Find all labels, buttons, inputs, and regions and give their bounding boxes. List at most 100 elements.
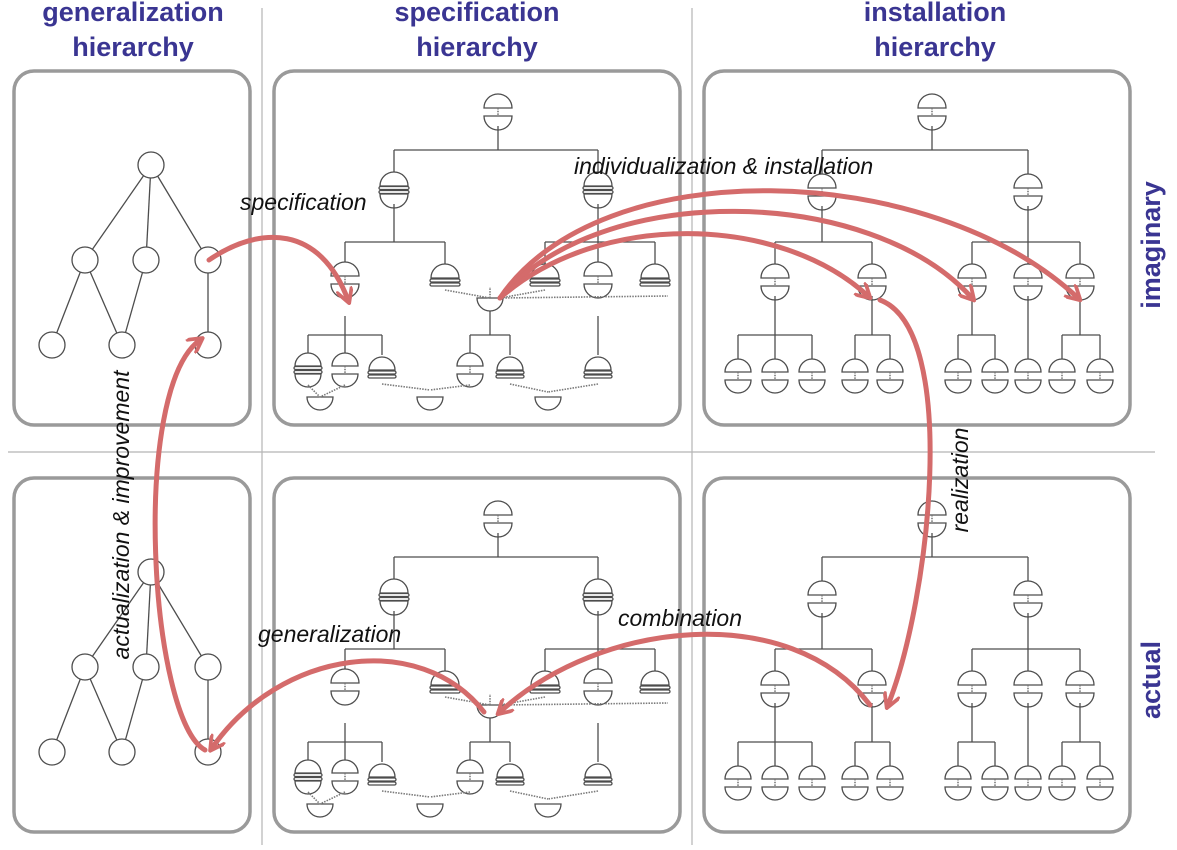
component-node: [1013, 173, 1043, 211]
row-title-actual: actual: [1136, 641, 1166, 719]
component-node: [1065, 670, 1095, 708]
tree-edge: [84, 164, 152, 261]
panel-specification-actual: [272, 476, 682, 834]
concept-node: [38, 331, 66, 359]
component-node: [456, 352, 484, 388]
component-node: [944, 358, 972, 394]
component-node: [798, 358, 826, 394]
component-node: [841, 765, 869, 801]
component-node: [944, 765, 972, 801]
component-node: [1086, 765, 1114, 801]
concept-node: [132, 653, 160, 681]
arrow-realization: [877, 297, 933, 705]
component-node: [957, 670, 987, 708]
tree-edge: [145, 164, 152, 261]
tree-edge: [150, 571, 209, 668]
panel-generalization-actual: [12, 476, 252, 834]
label-generalization: generalization: [258, 621, 401, 647]
component-node: [981, 358, 1009, 394]
tree-edge: [444, 289, 491, 299]
component-node: [483, 93, 513, 131]
component-node: [456, 759, 484, 795]
component-node: [367, 356, 397, 379]
component-node: [483, 500, 513, 538]
column-title-specification-line1: specification: [394, 0, 559, 27]
component-node: [534, 396, 562, 411]
component-node: [583, 668, 613, 706]
arrow-installation-3: [497, 188, 1078, 298]
label-combination: combination: [618, 605, 742, 631]
component-node: [331, 759, 359, 795]
tree-edge: [307, 384, 321, 398]
component-node: [495, 763, 525, 786]
component-node: [876, 358, 904, 394]
column-title-generalization-line1: generalization: [42, 0, 224, 27]
tree-edge: [51, 259, 86, 346]
panel-installation-actual: [702, 476, 1132, 834]
component-node: [1013, 580, 1043, 618]
tree-edge: [51, 666, 86, 753]
concept-node: [194, 331, 222, 359]
grid-dividers: [8, 8, 1155, 845]
arrow-installation-1: [497, 231, 868, 301]
tree-edge: [319, 791, 346, 805]
component-node: [639, 670, 671, 694]
component-node: [583, 763, 613, 786]
component-node: [876, 765, 904, 801]
component-node: [306, 803, 334, 818]
concept-node: [108, 331, 136, 359]
component-node: [639, 263, 671, 287]
component-node: [807, 173, 837, 211]
component-node: [583, 356, 613, 379]
tree-edge: [444, 696, 491, 706]
concept-node: [108, 738, 136, 766]
component-node: [760, 670, 790, 708]
tree-edge: [150, 164, 209, 261]
component-node: [917, 93, 947, 131]
component-node: [798, 765, 826, 801]
relation-arrows: [152, 188, 1078, 753]
component-node: [760, 263, 790, 301]
panel-installation-imaginary: [702, 69, 1132, 427]
component-node: [724, 358, 752, 394]
tree-edge: [121, 666, 147, 753]
component-node: [1014, 358, 1042, 394]
component-node: [529, 263, 561, 287]
arrow-actualization-improvement: [152, 340, 208, 753]
component-node: [724, 765, 752, 801]
arrow-specification: [206, 234, 348, 300]
concept-node: [137, 558, 165, 586]
component-node: [331, 352, 359, 388]
component-node: [582, 578, 614, 616]
tree-edge: [121, 259, 147, 346]
column-title-generalization-line2: hierarchy: [72, 32, 194, 62]
component-node: [841, 358, 869, 394]
arrow-combination: [500, 631, 873, 712]
row-title-imaginary: imaginary: [1136, 181, 1166, 309]
tree-edge: [429, 791, 471, 798]
label-actualization-improvement: actualization & improvement: [108, 369, 134, 660]
component-node: [378, 171, 410, 209]
row-titles: imaginary actual: [1136, 181, 1166, 719]
component-node: [476, 297, 504, 312]
tree-edge: [499, 289, 546, 299]
tree-edge: [84, 571, 152, 668]
component-node: [330, 668, 360, 706]
tree-edge: [84, 259, 123, 346]
arrow-labels: specification individualization & instal…: [108, 153, 973, 659]
column-titles: generalization hierarchy specification h…: [42, 0, 1006, 62]
tree-edge: [429, 384, 471, 391]
tree-edge: [145, 571, 152, 668]
concept-node: [137, 151, 165, 179]
concept-node: [194, 653, 222, 681]
concept-node: [71, 653, 99, 681]
arrow-generalization: [212, 658, 487, 748]
component-node: [306, 396, 334, 411]
component-node: [1048, 765, 1076, 801]
component-node: [416, 396, 444, 411]
component-node: [378, 578, 410, 616]
tree-edge: [509, 790, 549, 800]
column-title-specification-line2: hierarchy: [416, 32, 538, 62]
tree-edge: [499, 295, 669, 299]
component-node: [293, 352, 323, 388]
